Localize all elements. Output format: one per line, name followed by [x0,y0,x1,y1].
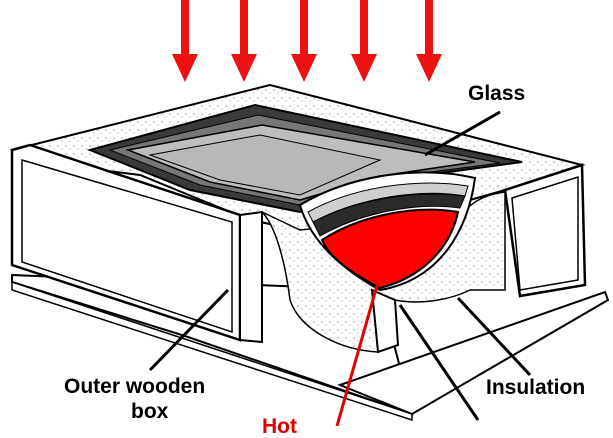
down-arrow-icon [291,0,317,82]
base-front-edge [11,280,413,422]
outer-box-leader-line [148,288,230,372]
insulation-leader-line [456,296,532,377]
glass-cover [86,103,523,214]
hot-label: Hot [262,415,297,438]
down-arrow-icon [231,0,257,82]
glass-leader-line [424,110,501,157]
sun-ray-arrows [172,0,442,82]
front-post [370,288,400,354]
absorber-plate [320,208,460,290]
cross-section [298,171,477,292]
solar-cooker-diagram [10,0,610,426]
outer-wooden-box-right-panel [503,163,587,298]
base-floor-edge [337,290,610,416]
glass-label: Glass [468,82,526,105]
outer-box-label-line2: box [131,400,169,423]
down-arrow-icon [351,0,377,82]
outer-box-label-line1: Outer wooden [64,375,206,398]
down-arrow-icon [172,0,198,82]
outer-wooden-box-left-panel [10,143,263,344]
insulation-label: Insulation [486,376,586,399]
hot-leader-line [335,281,380,426]
down-arrow-icon [416,0,442,82]
bottom-leader-line [398,304,480,421]
